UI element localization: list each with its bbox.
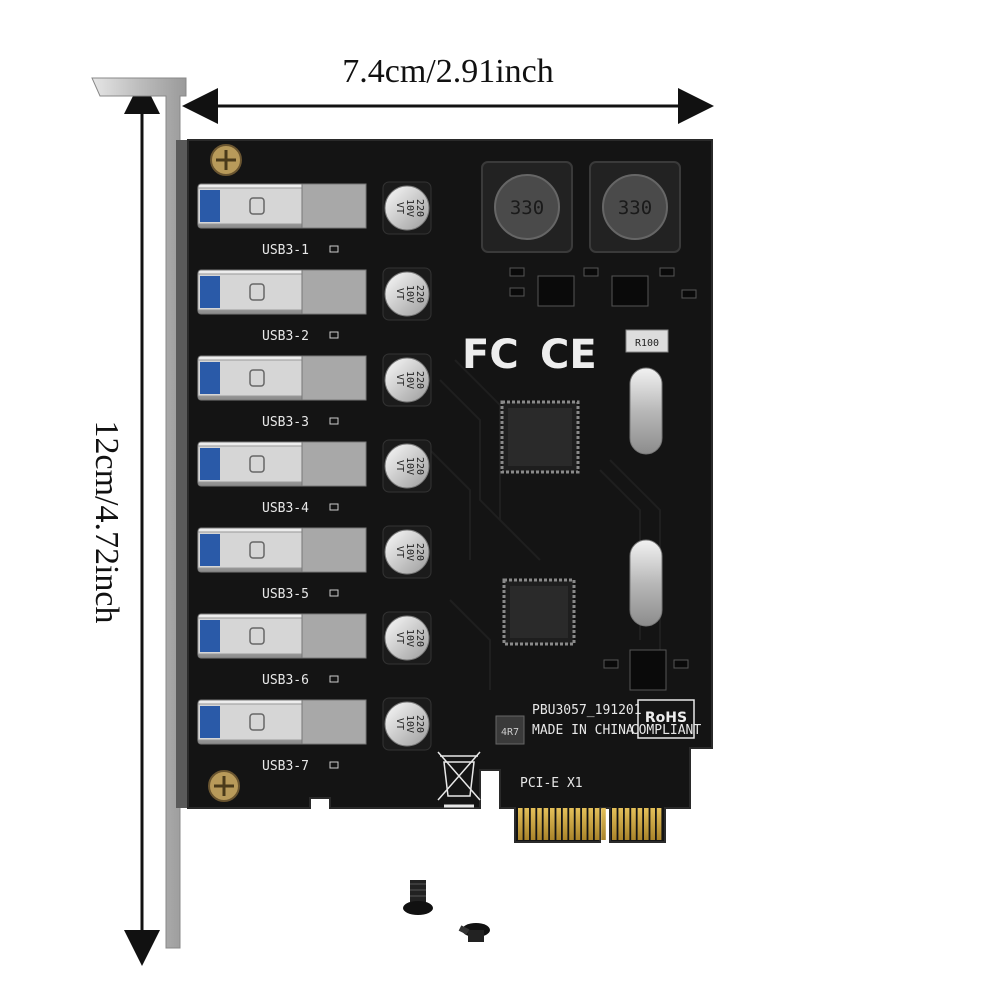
- capacitor-series: VT: [394, 374, 405, 386]
- mounting-bracket: [91, 77, 190, 949]
- gold-finger: [569, 808, 574, 840]
- capacitor-voltage: 10V: [404, 199, 415, 217]
- gold-finger: [537, 808, 542, 840]
- usb-port-label: USB3-4: [262, 501, 309, 516]
- rohs-label: RoHS: [645, 710, 687, 726]
- width-label: 7.4cm/2.91inch: [342, 53, 554, 90]
- loose-screw-1: [403, 880, 433, 915]
- gold-finger: [588, 808, 593, 840]
- gold-finger: [637, 808, 643, 840]
- capacitor-series: VT: [394, 546, 405, 558]
- height-label: 12cm/4.72inch: [88, 420, 125, 623]
- capacitor-series: VT: [394, 632, 405, 644]
- usb-port-group: USB3-122010VVTUSB3-222010VVTUSB3-322010V…: [197, 181, 432, 774]
- capacitor-voltage: 10V: [404, 715, 415, 733]
- inductor-1: 330: [481, 161, 573, 253]
- small-chip-label: R100: [635, 338, 659, 349]
- usb-port-2: USB3-2: [197, 269, 367, 344]
- capacitor-value: 220: [414, 285, 425, 303]
- gold-finger: [575, 808, 581, 840]
- controller-chip-2: [502, 578, 576, 646]
- usb-port-label: USB3-1: [262, 243, 309, 258]
- usb-port-4: USB3-4: [197, 441, 367, 516]
- inductor-1-label: 330: [510, 197, 544, 219]
- choke-label: 4R7: [501, 727, 519, 738]
- usb-port-label: USB3-2: [262, 329, 309, 344]
- capacitor-series: VT: [394, 460, 405, 472]
- made-in-label: MADE IN CHINA: [532, 723, 634, 738]
- gold-finger: [543, 808, 549, 840]
- pcie-gold-fingers: [518, 808, 662, 840]
- fcc-logo: FC: [462, 332, 519, 378]
- capacitor-series: VT: [394, 202, 405, 214]
- screw-bottom: [208, 770, 240, 802]
- gold-finger: [562, 808, 568, 840]
- capacitor-value: 220: [414, 457, 425, 475]
- gold-finger: [656, 808, 662, 840]
- capacitor-series: VT: [394, 718, 405, 730]
- capacitor-voltage: 10V: [404, 457, 415, 475]
- usb-port-label: USB3-7: [262, 759, 309, 774]
- gold-finger: [582, 808, 587, 840]
- interface-label: PCI-E X1: [520, 776, 583, 791]
- capacitor-value: 220: [414, 629, 425, 647]
- inductor-2-label: 330: [618, 197, 652, 219]
- controller-chip-1: [500, 400, 580, 474]
- crystal-1: [629, 367, 663, 455]
- usb-port-7: USB3-7: [197, 699, 367, 774]
- rohs-badge: RoHS COMPLIANT: [631, 699, 702, 739]
- width-dimension: 7.4cm/2.91inch: [182, 53, 714, 124]
- capacitor-value: 220: [414, 371, 425, 389]
- usb-port-1: USB3-1: [197, 183, 367, 258]
- ce-logo: CE: [540, 332, 597, 378]
- usb-port-label: USB3-5: [262, 587, 309, 602]
- capacitor-value: 220: [414, 199, 425, 217]
- usb-port-3: USB3-3: [197, 355, 367, 430]
- capacitor-voltage: 10V: [404, 371, 415, 389]
- loose-screw-2: [458, 923, 490, 942]
- gold-finger: [556, 808, 561, 840]
- usb-port-label: USB3-3: [262, 415, 309, 430]
- model-number: PBU3057_191201: [532, 703, 642, 718]
- gold-finger: [624, 808, 630, 840]
- gold-finger: [530, 808, 536, 840]
- weee-bin-icon: [437, 751, 481, 808]
- inductor-2: 330: [589, 161, 681, 253]
- smd-components: [509, 267, 697, 691]
- capacitor-voltage: 10V: [404, 285, 415, 303]
- gold-finger: [612, 808, 617, 840]
- capacitor-voltage: 10V: [404, 629, 415, 647]
- gold-finger: [644, 808, 649, 840]
- usb-port-label: USB3-6: [262, 673, 309, 688]
- capacitor-value: 220: [414, 715, 425, 733]
- rohs-sub-label: COMPLIANT: [631, 723, 702, 738]
- usb-port-5: USB3-5: [197, 527, 367, 602]
- capacitor-voltage: 10V: [404, 543, 415, 561]
- gold-finger: [631, 808, 636, 840]
- capacitor-series: VT: [394, 288, 405, 300]
- gold-finger: [594, 808, 600, 840]
- choke-inductor: 4R7: [495, 715, 525, 745]
- gold-finger: [524, 808, 529, 840]
- gold-finger: [550, 808, 555, 840]
- screw-top: [210, 144, 242, 176]
- gold-finger: [601, 808, 606, 840]
- gold-finger: [518, 808, 523, 840]
- crystal-2: [629, 539, 663, 627]
- capacitor-value: 220: [414, 543, 425, 561]
- small-chip: R100: [625, 329, 669, 353]
- gold-finger: [650, 808, 655, 840]
- height-dimension: 12cm/4.72inch: [88, 78, 160, 966]
- usb-port-6: USB3-6: [197, 613, 367, 688]
- gold-finger: [618, 808, 623, 840]
